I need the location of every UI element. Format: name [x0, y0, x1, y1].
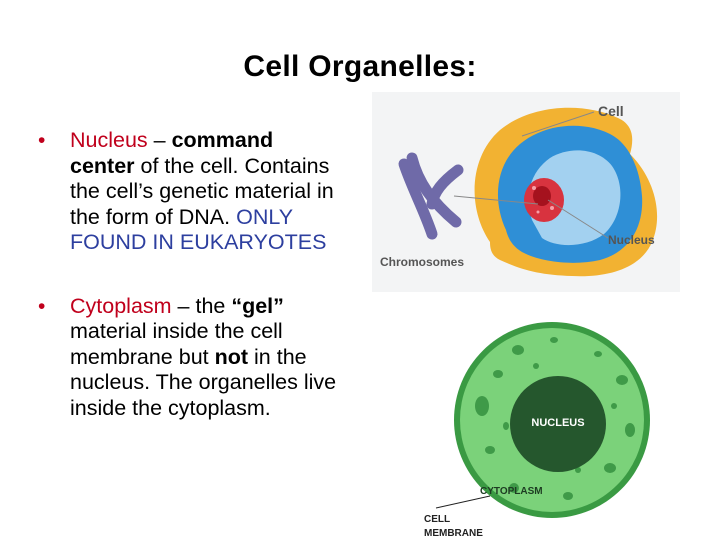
pointer-line-membrane: [435, 495, 491, 509]
pointer-line-cell: [521, 111, 595, 137]
label-cytoplasm: CYTOPLASM: [480, 486, 543, 497]
pointer-line-nucleus: [547, 199, 609, 239]
cytoplasm-description-part1: material inside the cell membrane but: [70, 319, 283, 369]
bullet-list: • Nucleus – command center of the cell. …: [38, 128, 338, 421]
slide-title: Cell Organelles:: [243, 50, 477, 83]
bullet-cytoplasm: • Cytoplasm – the “gel” material inside …: [38, 294, 338, 422]
nucleus-shape: [510, 376, 606, 472]
nucleus-speck: [536, 210, 540, 214]
term-cytoplasm: Cytoplasm: [70, 293, 172, 318]
bullet-nucleus: • Nucleus – command center of the cell. …: [38, 128, 338, 256]
bullet-dot: •: [38, 294, 46, 318]
nucleolus-shape: [533, 186, 551, 206]
emphasis-gel: “gel”: [231, 293, 284, 318]
label-nucleus: Nucleus: [608, 233, 655, 247]
cell-diagram-figure: Cell Nucleus Chromosomes: [372, 92, 680, 292]
emphasis-not: not: [214, 344, 249, 369]
cytoplasm-diagram-figure: NUCLEUS CYTOPLASM CELL MEMBRANE: [418, 320, 658, 540]
cytoplasm-highlight: [528, 150, 621, 246]
nucleus-speck: [532, 186, 536, 190]
bullet-dot: •: [38, 129, 46, 152]
dash-text: –: [147, 128, 172, 152]
label-membrane-line1: CELL: [424, 514, 450, 525]
term-nucleus: Nucleus: [70, 128, 148, 152]
label-nucleus: NUCLEUS: [531, 417, 584, 429]
cytoplasm-description-part2: in the nucleus. The organelles live insi…: [70, 344, 337, 420]
label-cell: Cell: [598, 103, 624, 119]
eukaryotes-note: ONLY FOUND IN EUKARYOTES: [70, 204, 327, 255]
dash-text: – the: [171, 293, 232, 318]
nucleus-description: of the cell. Contains the cell’s genetic…: [70, 153, 334, 229]
label-chromosomes: Chromosomes: [380, 255, 464, 269]
label-membrane-line2: MEMBRANE: [424, 528, 483, 539]
cell-diagram-svg: Cell Nucleus Chromosomes: [380, 103, 658, 277]
chromosome-icon: [398, 152, 464, 240]
organelle-spots: [475, 337, 635, 500]
nucleus-speck: [550, 206, 554, 210]
pointer-line-chromosome: [453, 195, 539, 205]
cytoplasm-diagram-svg: NUCLEUS CYTOPLASM CELL MEMBRANE: [424, 322, 650, 539]
emphasis-command-center: command center: [70, 128, 274, 178]
